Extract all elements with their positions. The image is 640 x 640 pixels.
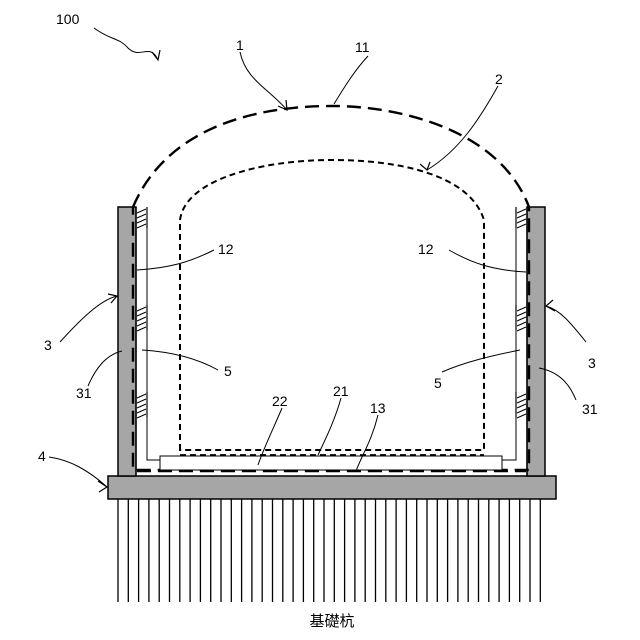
hatch-line <box>137 322 146 326</box>
hatch-line <box>517 399 526 403</box>
label-5-left: 5 <box>224 363 232 379</box>
hatch-line <box>137 209 146 213</box>
hatch-line <box>517 394 526 398</box>
label-12-left: 12 <box>218 241 234 257</box>
base-slab <box>108 476 556 499</box>
arrowheads <box>98 50 555 492</box>
hatch-line <box>517 327 526 331</box>
hatch-line <box>137 399 146 403</box>
label-5-right: 5 <box>434 375 442 391</box>
hatch-line <box>137 312 146 316</box>
label-21: 21 <box>333 383 349 399</box>
right-liner <box>516 207 527 476</box>
hatching <box>137 209 526 418</box>
hatch-line <box>517 414 526 418</box>
hatch-line <box>517 322 526 326</box>
label-31-right: 31 <box>582 401 598 417</box>
hatch-line <box>517 219 526 223</box>
label-31-left: 31 <box>76 385 92 401</box>
hatch-line <box>517 224 526 228</box>
hatch-line <box>137 414 146 418</box>
hatch-line <box>517 404 526 408</box>
label-13: 13 <box>370 400 386 416</box>
hatch-line <box>137 404 146 408</box>
hatch-line <box>137 219 146 223</box>
foundation-piles <box>118 499 540 602</box>
hatch-line <box>137 214 146 218</box>
label-11: 11 <box>355 39 370 55</box>
label-100: 100 <box>56 11 80 27</box>
label-3-right: 3 <box>588 355 596 371</box>
inner-membrane-2 <box>180 160 484 450</box>
label-1: 1 <box>236 37 244 53</box>
hatch-line <box>517 307 526 311</box>
hatch-line <box>517 214 526 218</box>
hatch-line <box>517 209 526 213</box>
hatch-line <box>137 307 146 311</box>
hatch-line <box>517 312 526 316</box>
hatch-line <box>137 327 146 331</box>
hatch-line <box>517 317 526 321</box>
hatch-line <box>137 317 146 321</box>
hatch-line <box>137 409 146 413</box>
label-4: 4 <box>38 448 46 464</box>
label-12-right: 12 <box>418 241 434 257</box>
label-3-left: 3 <box>44 337 52 353</box>
label-2: 2 <box>495 71 503 87</box>
bottom-plate-22 <box>160 456 502 470</box>
hatch-line <box>137 224 146 228</box>
label-22: 22 <box>272 393 288 409</box>
hatch-line <box>517 409 526 413</box>
left-liner <box>136 207 147 476</box>
caption-foundation-piles: 基礎杭 <box>309 612 354 630</box>
hatch-line <box>137 394 146 398</box>
